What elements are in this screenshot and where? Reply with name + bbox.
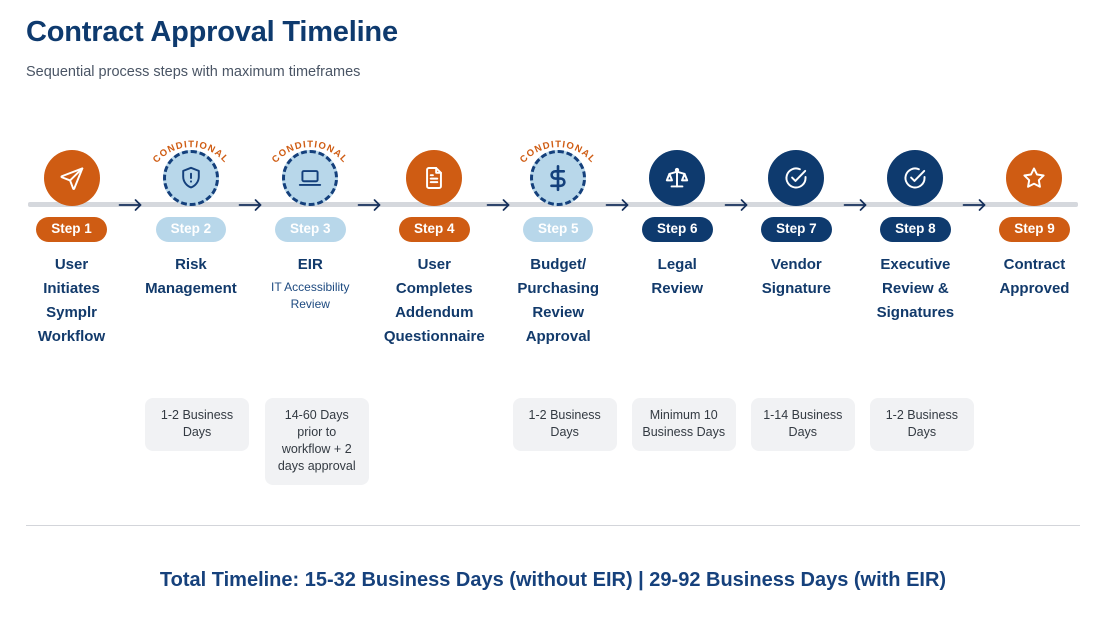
duration-slot-7: 1-14 Business Days — [750, 398, 855, 451]
step-arrow-4 — [485, 150, 513, 260]
step-icon-circle-wrap-3: CONDITIONAL — [270, 139, 349, 206]
shield-alert-icon — [178, 165, 204, 191]
step-icon-circle-wrap-2: CONDITIONAL — [151, 139, 230, 206]
step-label-6: Legal Review — [651, 256, 704, 297]
footer-divider — [26, 525, 1080, 526]
timeline-step-1[interactable]: Step 1 User Initiates Symplr Workflow — [26, 150, 117, 349]
check-circle-icon — [902, 165, 928, 191]
total-timeline-text: Total Timeline: 15-32 Business Days (wit… — [159, 569, 947, 591]
step-circle-3[interactable] — [282, 150, 339, 206]
step-icon-circle-wrap-9 — [1006, 150, 1063, 206]
step-number-badge-4: Step 4 — [398, 217, 470, 242]
step-number-badge-6: Step 6 — [642, 217, 713, 242]
step-number-badge-1: Step 1 — [36, 217, 107, 242]
step-label-7: Vendor Signature — [761, 256, 831, 297]
step-circle-6[interactable] — [649, 150, 706, 206]
step-arrow-2 — [237, 150, 265, 260]
timeline-step-7[interactable]: Step 7 Vendor Signature — [751, 150, 842, 301]
step-circle-9[interactable] — [1006, 150, 1063, 206]
step-number-badge-5: Step 5 — [522, 217, 594, 242]
check-circle-icon — [783, 165, 809, 191]
dollar-icon — [543, 163, 573, 193]
timeline-step-8[interactable]: Step 8 Executive Review & Signatures — [870, 150, 961, 325]
duration-chip-6: Minimum 10 Business Days — [631, 398, 736, 451]
step-label-1: User Initiates Symplr Workflow — [37, 256, 106, 345]
step-label-4: User Completes Addendum Questionnaire — [383, 256, 485, 345]
timeline-durations-row: 1-2 Business Days 14-60 Days prior to wor… — [26, 398, 1080, 485]
step-label-8: Executive Review & Signatures — [876, 256, 955, 321]
step-circle-7[interactable] — [768, 150, 825, 206]
timeline-step-4[interactable]: Step 4 User Completes Addendum Questionna… — [384, 150, 485, 349]
duration-slot-3: 14-60 Days prior to workflow + 2 days ap… — [264, 398, 369, 485]
step-circle-8[interactable] — [887, 150, 944, 206]
step-label-5: Budget/ Purchasing Review Approval — [517, 256, 600, 345]
step-number-badge-7: Step 7 — [761, 217, 832, 242]
duration-slot-5: 1-2 Business Days — [512, 398, 617, 451]
step-icon-circle-wrap-5: CONDITIONAL — [518, 139, 597, 206]
duration-slot-8: 1-2 Business Days — [869, 398, 974, 451]
step-circle-4[interactable] — [406, 150, 463, 206]
step-circle-1[interactable] — [43, 150, 100, 206]
page-title: Contract Approval Timeline — [26, 16, 398, 48]
step-arrow-6 — [723, 150, 751, 260]
timeline-step-9[interactable]: Step 9 Contract Approved — [989, 150, 1080, 301]
duration-slot-2: 1-2 Business Days — [145, 398, 250, 451]
step-icon-circle-wrap-6 — [649, 150, 706, 206]
send-icon — [59, 165, 85, 191]
page-header: Contract Approval Timeline Sequential pr… — [26, 12, 1076, 82]
step-arrow-3 — [356, 150, 384, 260]
step-arrow-8 — [961, 150, 989, 260]
step-number-badge-3: Step 3 — [275, 217, 346, 242]
document-icon — [421, 165, 447, 191]
duration-chip-3: 14-60 Days prior to workflow + 2 days ap… — [264, 398, 369, 485]
step-circle-2[interactable] — [162, 150, 219, 206]
step-number-badge-9: Step 9 — [999, 217, 1070, 242]
step-sublabel-3: IT Accessibility Review — [271, 280, 350, 311]
step-arrow-7 — [842, 150, 870, 260]
step-icon-circle-wrap-4 — [406, 150, 463, 206]
step-number-badge-8: Step 8 — [880, 217, 951, 242]
step-icon-circle-wrap-7 — [768, 150, 825, 206]
timeline-step-3[interactable]: CONDITIONAL Step 3 EIR IT Accessibility Rev… — [265, 139, 356, 313]
step-label-9: Contract Approved — [999, 256, 1070, 297]
timeline-step-5[interactable]: CONDITIONAL Step 5 Budget/ Purchasing Revi… — [513, 139, 604, 349]
duration-chip-8: 1-2 Business Days — [869, 398, 974, 451]
timeline-track: Step 1 User Initiates Symplr Workflow COND… — [26, 139, 1080, 480]
laptop-icon — [297, 165, 323, 191]
step-icon-circle-wrap-8 — [887, 150, 944, 206]
scales-icon — [664, 165, 690, 191]
duration-chip-5: 1-2 Business Days — [512, 398, 617, 451]
duration-slot-6: Minimum 10 Business Days — [631, 398, 736, 451]
step-arrow-5 — [604, 150, 632, 260]
duration-chip-2: 1-2 Business Days — [145, 398, 250, 451]
timeline-step-2[interactable]: CONDITIONAL Step 2 Risk Management — [145, 139, 237, 301]
step-number-badge-2: Step 2 — [155, 217, 227, 242]
step-label-3: EIR — [297, 256, 323, 273]
step-arrow-1 — [117, 150, 145, 260]
step-label-2: Risk Management — [145, 256, 237, 297]
page-subtitle: Sequential process steps with maximum ti… — [26, 64, 361, 80]
star-icon — [1021, 165, 1047, 191]
step-circle-5[interactable] — [530, 150, 587, 206]
timeline-steps-row: Step 1 User Initiates Symplr Workflow COND… — [26, 139, 1080, 349]
step-icon-circle-wrap-1 — [43, 150, 100, 206]
duration-chip-7: 1-14 Business Days — [750, 398, 855, 451]
timeline-step-6[interactable]: Step 6 Legal Review — [632, 150, 723, 301]
